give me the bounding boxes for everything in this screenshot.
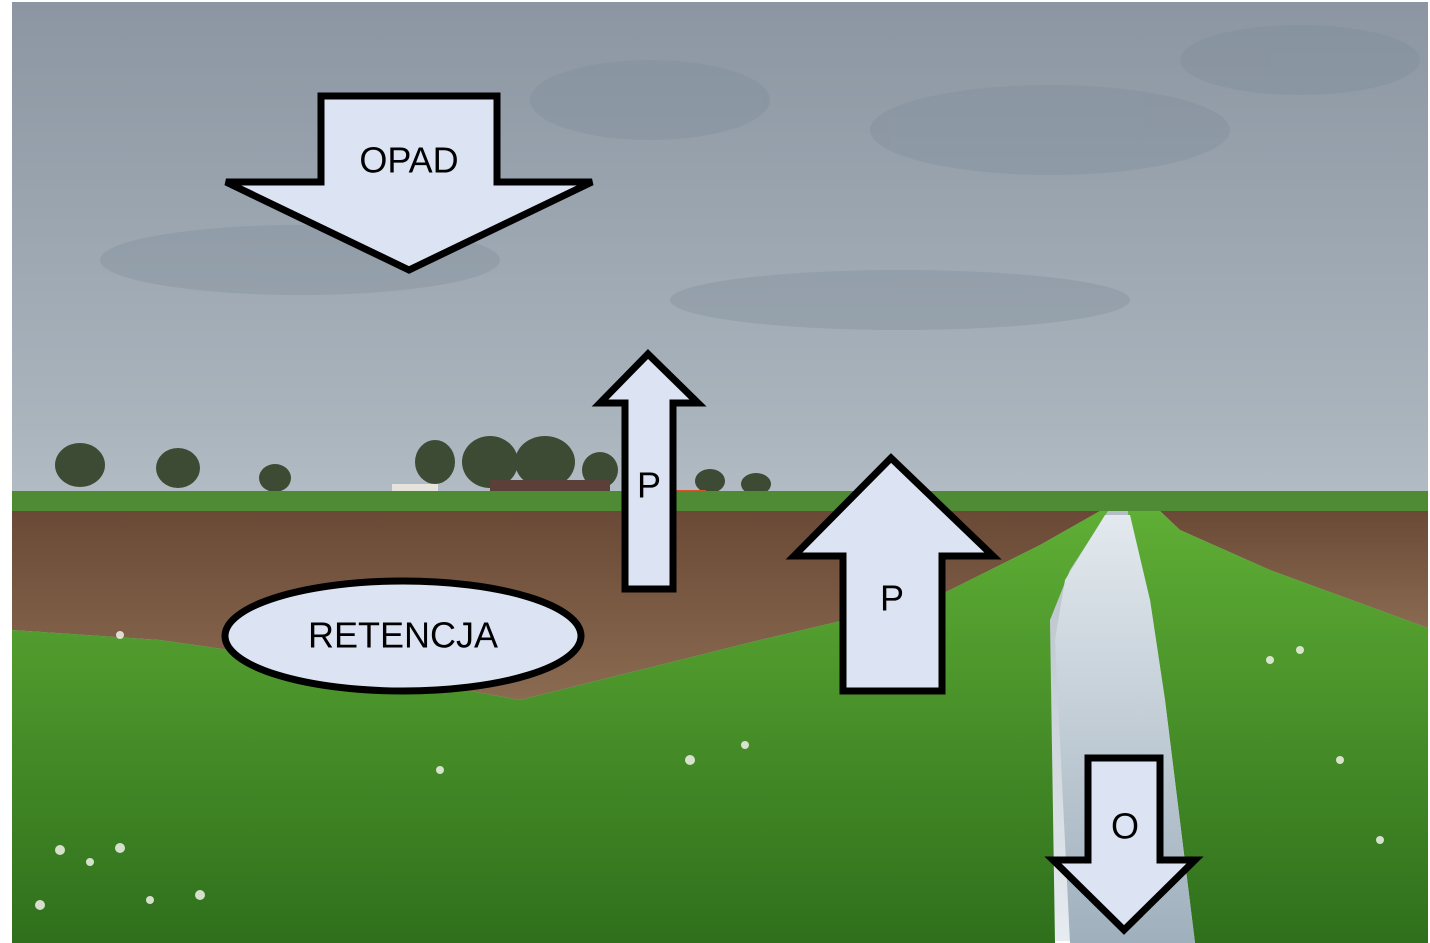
photo-background bbox=[12, 2, 1428, 943]
wildflowers bbox=[35, 631, 1384, 910]
evaporation-arrow-right: P bbox=[785, 453, 1002, 695]
ploughed-field-right bbox=[1160, 511, 1428, 628]
grass-bank-left bbox=[12, 511, 1108, 943]
outflow-arrow: O bbox=[1044, 754, 1204, 935]
evaporation-arrow-right-shape bbox=[785, 453, 1002, 695]
retention-ellipse: RETENCJA bbox=[221, 577, 585, 695]
outflow-label: O bbox=[1111, 806, 1139, 847]
evaporation-arrow-left-shape bbox=[591, 349, 707, 593]
clouds bbox=[100, 25, 1420, 330]
tree-line bbox=[55, 436, 771, 495]
evaporation-right-label: P bbox=[880, 578, 904, 619]
distant-meadow bbox=[12, 491, 1428, 511]
evaporation-arrow-left: P bbox=[591, 349, 707, 593]
grass-bank-right bbox=[1128, 511, 1428, 943]
retention-label: RETENCJA bbox=[308, 615, 498, 656]
precipitation-arrow-shape bbox=[224, 92, 594, 274]
retention-ellipse-shape bbox=[221, 577, 585, 695]
evaporation-left-label: P bbox=[637, 465, 661, 506]
precipitation-label: OPAD bbox=[359, 140, 458, 181]
precipitation-arrow: OPAD bbox=[224, 92, 594, 274]
outflow-arrow-shape bbox=[1044, 754, 1204, 935]
